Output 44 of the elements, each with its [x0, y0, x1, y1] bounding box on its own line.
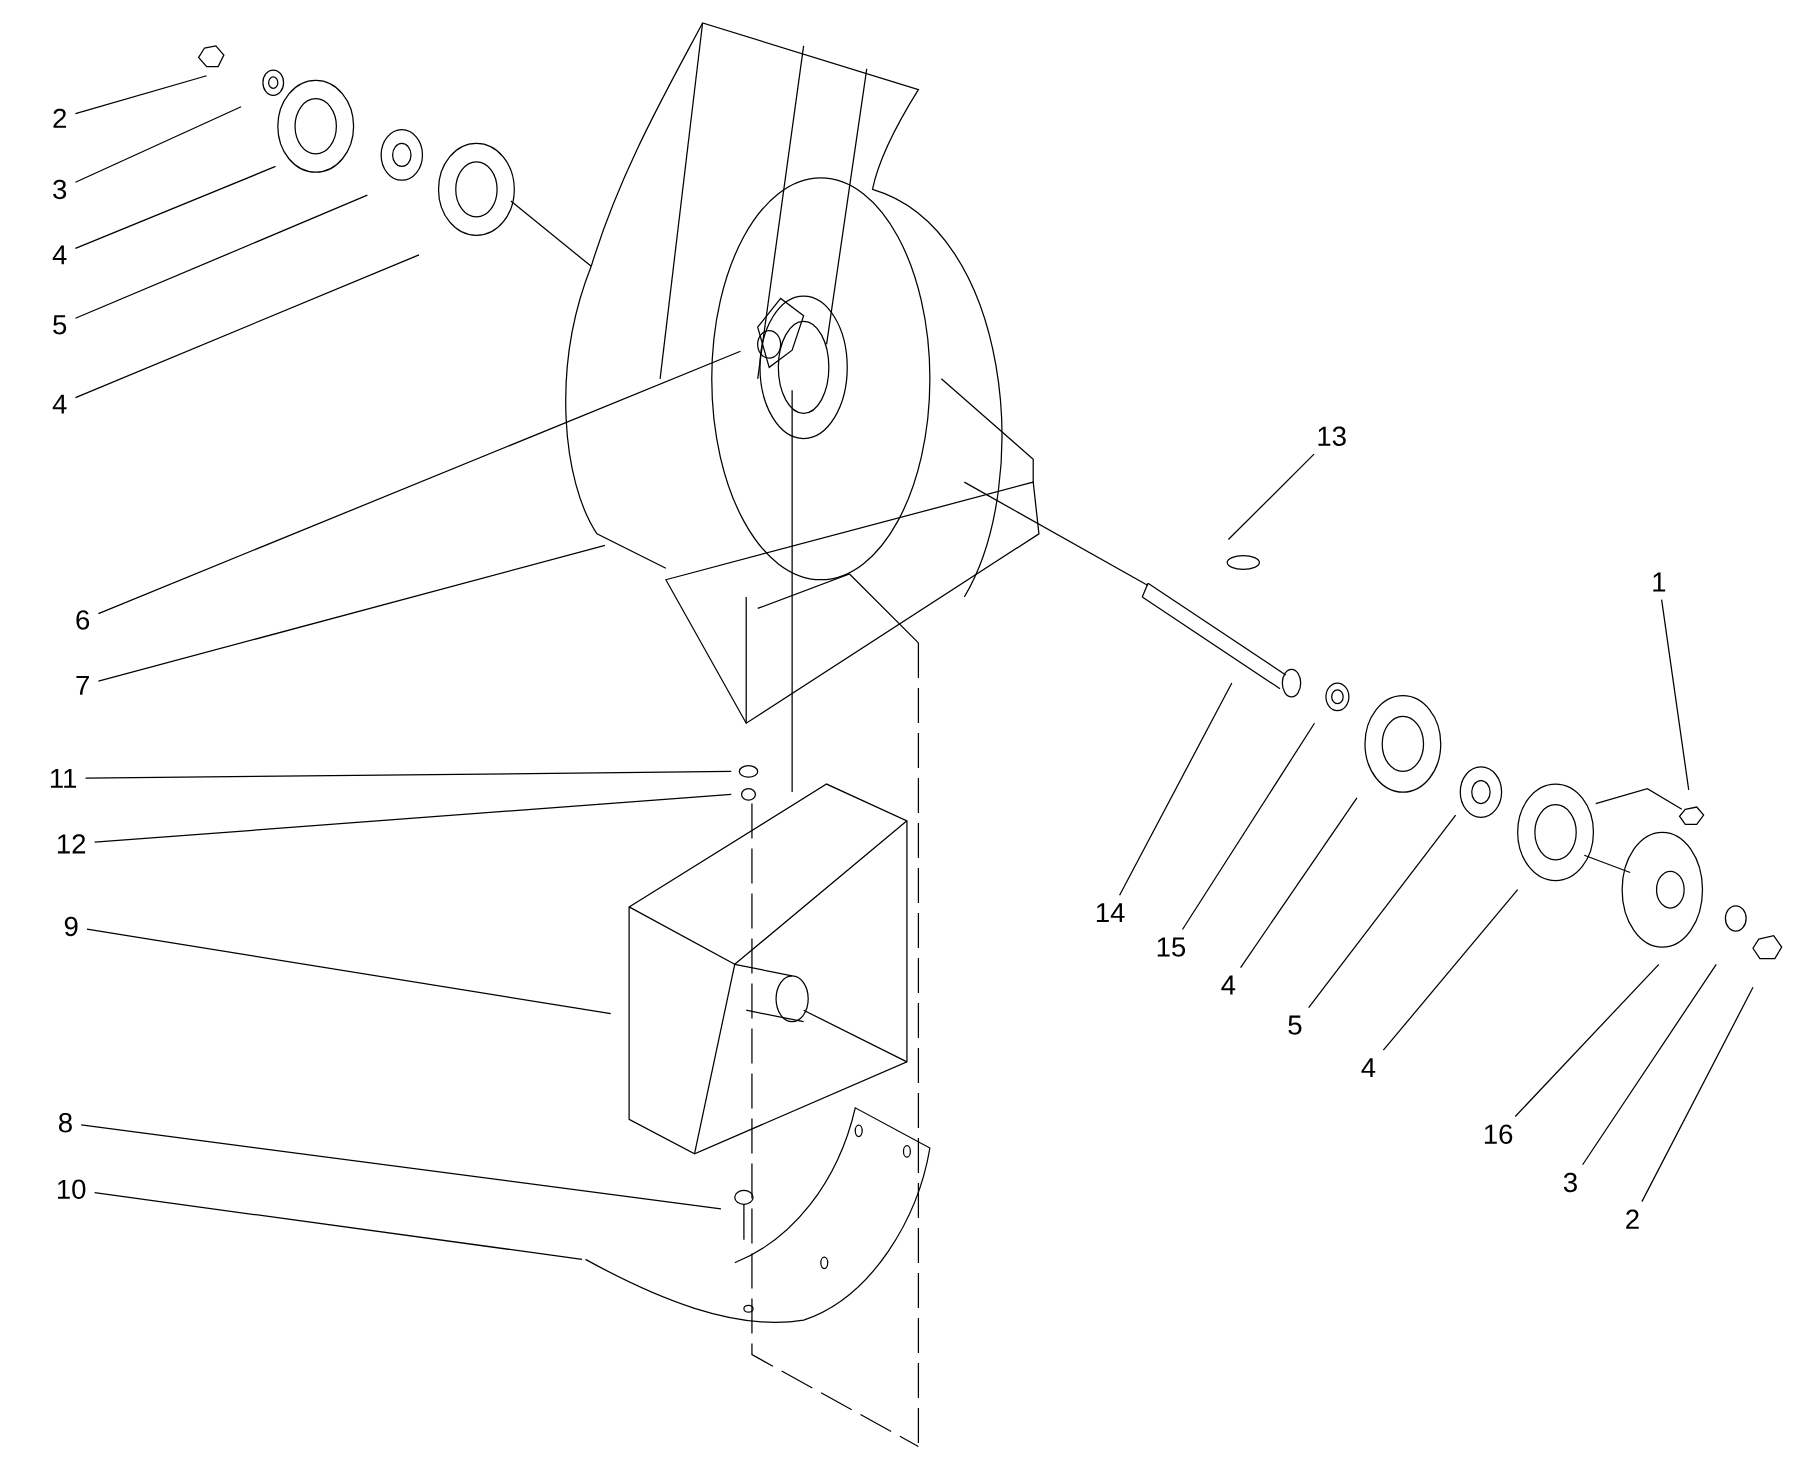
leader-line [1240, 797, 1358, 969]
callout-number: 4 [1361, 1058, 1376, 1078]
callout-number: 12 [57, 834, 86, 854]
callout-number: 9 [64, 916, 78, 937]
callout-number: 14 [1096, 903, 1125, 923]
leader-line [1661, 599, 1690, 791]
leader-line [74, 254, 420, 399]
callout-number: 2 [53, 108, 66, 128]
callout-number: 5 [1288, 1015, 1302, 1035]
callout-number: 3 [1563, 1172, 1577, 1193]
callout-number: 10 [57, 1179, 86, 1200]
callout-number: 2 [1626, 1209, 1639, 1229]
callout-number: 15 [1157, 937, 1186, 957]
callout-number: 13 [1318, 426, 1346, 446]
leader-line [74, 165, 277, 250]
callout-number: 8 [58, 1113, 72, 1133]
leader-line [86, 928, 612, 1015]
leader-line [1514, 963, 1660, 1118]
leader-line [74, 75, 208, 115]
callout-number: 5 [53, 315, 67, 335]
callout-number: 3 [53, 179, 67, 200]
callout-number: 4 [52, 245, 67, 265]
leader-line [1118, 682, 1233, 896]
leader-line [1582, 963, 1717, 1166]
leader-line [74, 194, 368, 319]
leader-line [1181, 722, 1316, 931]
callout-number: 6 [76, 610, 90, 630]
leader-line [1308, 814, 1457, 1009]
callout-number: 4 [52, 394, 67, 414]
leader-line [84, 770, 732, 779]
leader-line [74, 106, 242, 183]
callout-number: 1 [1653, 572, 1666, 592]
leader-line [97, 350, 742, 615]
callout-number: 11 [50, 768, 77, 788]
leader-line [94, 1192, 583, 1260]
leader-line [1382, 889, 1519, 1051]
leader-line [1641, 986, 1754, 1203]
leader-line [1227, 453, 1315, 541]
callout-number: 4 [1221, 975, 1236, 995]
leader-line [97, 544, 606, 682]
leader-line [94, 793, 732, 843]
callout-number: 16 [1484, 1124, 1513, 1144]
callout-number: 7 [76, 675, 89, 695]
leader-line [80, 1124, 722, 1210]
